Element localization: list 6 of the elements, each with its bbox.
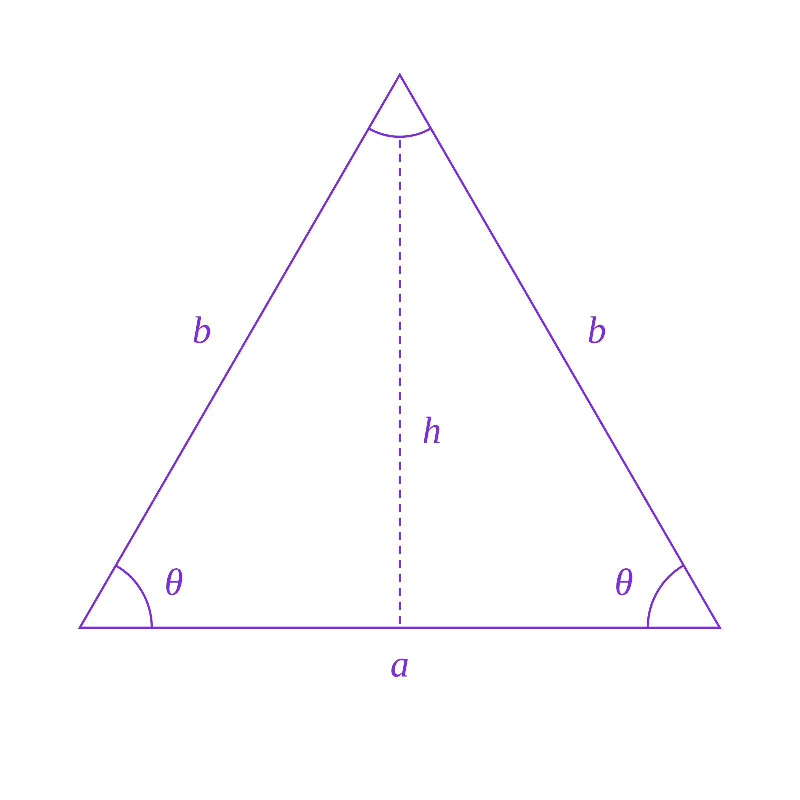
height-label: h: [424, 416, 440, 444]
side-label: a: [392, 658, 408, 678]
side-label: b: [194, 316, 210, 344]
angle-label: θ: [616, 568, 632, 596]
angle-label: θ: [166, 568, 182, 596]
side-label: b: [588, 316, 606, 344]
